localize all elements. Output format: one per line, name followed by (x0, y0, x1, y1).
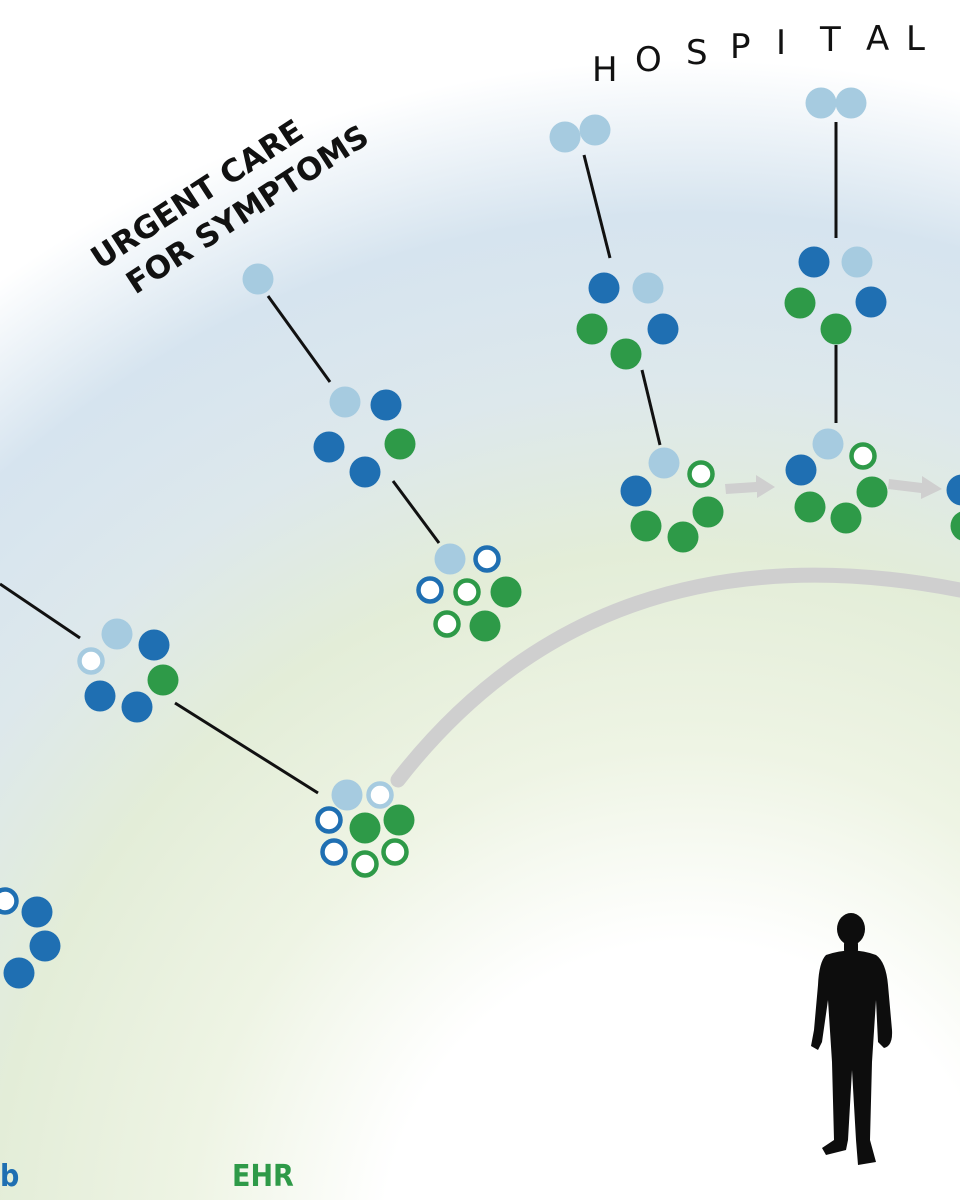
node-dot (101, 618, 133, 650)
node-dot (320, 838, 348, 866)
legend-blue-partial: b (0, 1159, 19, 1194)
node-dot (242, 263, 274, 295)
connector-line (582, 154, 612, 259)
connector-line (266, 295, 332, 383)
node-dot (138, 629, 170, 661)
node-dot (77, 647, 105, 675)
node-dot (433, 610, 461, 638)
node-dot (579, 114, 611, 146)
node-dot (349, 812, 381, 844)
node-dot (830, 502, 862, 534)
node-dot (647, 313, 679, 345)
node-dot (856, 476, 888, 508)
node-dot (794, 491, 826, 523)
node-dot (946, 474, 960, 506)
node-dot (692, 496, 724, 528)
arrow-right-icon (725, 475, 775, 498)
node-dot (785, 454, 817, 486)
connector-lines (0, 122, 838, 795)
connector-line (174, 701, 319, 795)
node-dot (610, 338, 642, 370)
node-dot (849, 442, 877, 470)
node-dot (798, 246, 830, 278)
node-dot (381, 838, 409, 866)
node-dot (950, 511, 960, 541)
node-dot (632, 272, 664, 304)
node-dot (620, 475, 652, 507)
node-dot (331, 779, 363, 811)
legend-ehr: EHR (232, 1159, 294, 1194)
node-dot (490, 576, 522, 608)
node-dot (469, 610, 501, 642)
node-dot (576, 313, 608, 345)
node-dot (384, 428, 416, 460)
node-dot (313, 431, 345, 463)
node-dot (416, 576, 444, 604)
node-dot (667, 521, 699, 553)
connector-line (391, 480, 441, 544)
node-dot (784, 287, 816, 319)
node-dot (329, 386, 361, 418)
node-dot (812, 428, 844, 460)
node-dot (453, 578, 481, 606)
node-dot (434, 543, 466, 575)
node-dot (351, 850, 379, 878)
node-dot (549, 121, 581, 153)
node-clusters (0, 87, 960, 989)
node-dot (315, 806, 343, 834)
node-dot (349, 456, 381, 488)
node-dot (147, 664, 179, 696)
node-dot (841, 246, 873, 278)
node-dot (588, 272, 620, 304)
connector-line (640, 369, 662, 446)
node-dot (855, 286, 887, 318)
node-dot (29, 930, 61, 962)
arrow-right-icon (888, 476, 942, 499)
node-dot (21, 896, 53, 928)
flow-arrows (725, 475, 942, 499)
node-dot (835, 87, 867, 119)
node-dot (3, 957, 35, 989)
node-dot (820, 313, 852, 345)
node-dot (0, 887, 19, 915)
journey-arc (390, 567, 960, 788)
node-dot (473, 545, 501, 573)
node-dot (805, 87, 837, 119)
node-dot (366, 781, 394, 809)
node-dot (687, 460, 715, 488)
connector-line (0, 582, 81, 640)
node-dot (630, 510, 662, 542)
node-dot (383, 804, 415, 836)
node-dot (84, 680, 116, 712)
node-dot (121, 691, 153, 723)
person-silhouette-icon (811, 913, 893, 1165)
node-dot (370, 389, 402, 421)
node-dot (648, 447, 680, 479)
